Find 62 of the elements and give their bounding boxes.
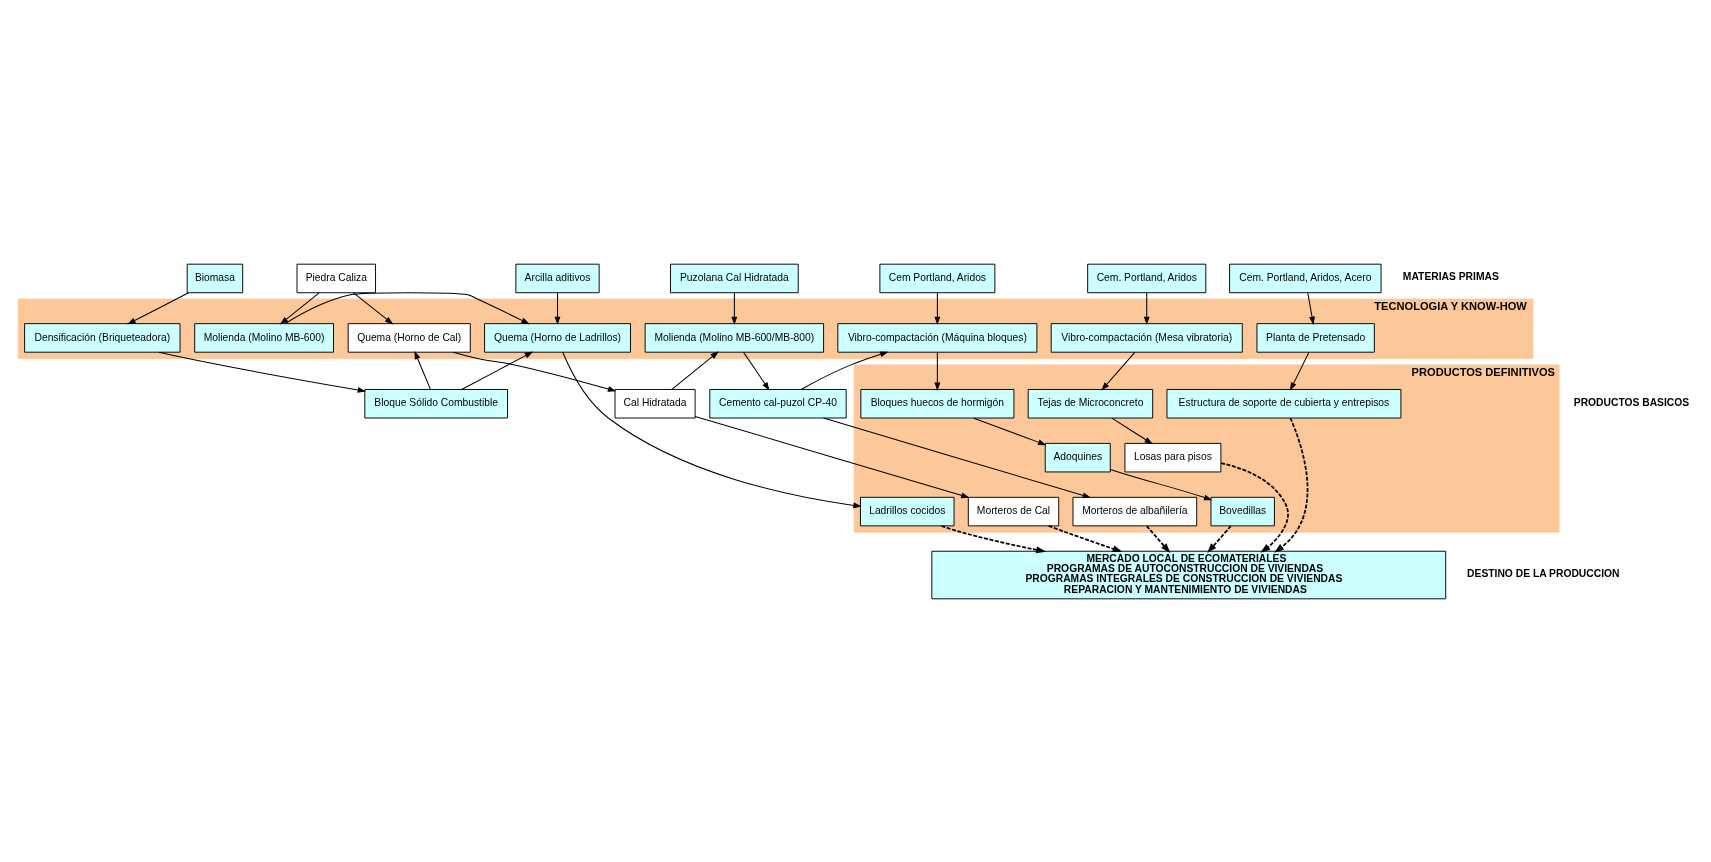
node-box: Estructura de soporte de cubierta y entrepisos [1166,388,1402,418]
node-box: Vibro-compactación (Mesa vibratoria) [1050,322,1243,353]
arrow [1220,461,1289,553]
arrow [934,351,941,391]
node-box: Cem. Portland, Aridos [1087,263,1207,293]
node-box: Molienda (Molino MB-600) [194,322,334,353]
node-box: Quema (Horno de Cal) [347,322,471,353]
arrow [284,291,530,324]
node-box: Quema (Horno de Ladrillos) [484,322,631,353]
arrow [800,351,889,390]
arrow [940,524,1047,553]
arrow [1289,351,1310,391]
arrow [1145,524,1171,553]
label: MATERIAS PRIMAS [1402,270,1499,282]
node-box: Cemento cal-puzol CP-40 [709,388,847,418]
node-box: MERCADO LOCAL DE ECOMATERIALES PROGRAMAS DE AUTOCONSTRUCCION DE VIVIENDAS PROGRAMAS INTEGRALES DE CONSTRUCCION DE VIVIENDAS REPARACION Y MANTENIMIENTO DE VIVIENDAS [931,550,1447,599]
arrow [1109,468,1213,500]
node-box: Molienda (Molino MB-600/MB-800) [644,322,825,353]
arrow [279,291,320,324]
node-box: Biomasa [186,263,244,293]
arrow [414,350,431,390]
node-box: Adoquines [1044,442,1111,472]
node-box: Morteros de albañilería [1072,496,1198,526]
node-box: Bloque Sólido Combustible [364,388,509,418]
arrow [1111,417,1153,444]
node-box: Losas para pisos [1124,442,1222,472]
node-box: Arcilla aditivos [515,263,600,293]
arrow [743,351,770,391]
arrow [731,291,738,325]
arrow [671,350,719,390]
arrow [1274,416,1309,553]
node-box: Ladrillos cocidos [860,496,955,526]
node-box: Vibro-compactación (Máquina bloques) [837,322,1038,353]
node-box: Tejas de Microconcreto [1027,388,1154,418]
node-box: Cem Portland, Aridos [879,263,996,293]
node-box: Bovedillas [1210,496,1275,526]
arrow [934,291,941,325]
node-box: Morteros de Cal [967,496,1060,526]
arrow [562,351,862,508]
arrow [353,291,394,324]
arrow [452,351,617,392]
arrow [1207,524,1232,553]
arrow [461,351,534,390]
node-box: Puzolana Cal Hidratada [670,263,799,293]
label: DESTINO DE LA PRODUCCION [1467,567,1620,579]
node-box: Planta de Pretensado [1256,322,1375,353]
node-box: Densificación (Briqueteadora) [24,322,181,353]
label: PRODUCTOS BASICOS [1573,396,1690,408]
arrow [694,415,970,498]
arrow [554,291,561,325]
arrow [823,417,1092,498]
arrow [1047,524,1123,552]
arrow [127,291,190,324]
arrow [1101,351,1136,391]
arrow [1307,291,1315,325]
node-box: Bloques huecos de hormigón [860,388,1015,418]
arrow [158,351,367,393]
node-box: Piedra Caliza [296,263,376,293]
node-box: Cem. Portland, Aridos, Acero [1229,263,1382,293]
arrow [1143,291,1150,325]
node-box: Cal Hidratada [614,388,696,418]
arrow [973,417,1047,445]
